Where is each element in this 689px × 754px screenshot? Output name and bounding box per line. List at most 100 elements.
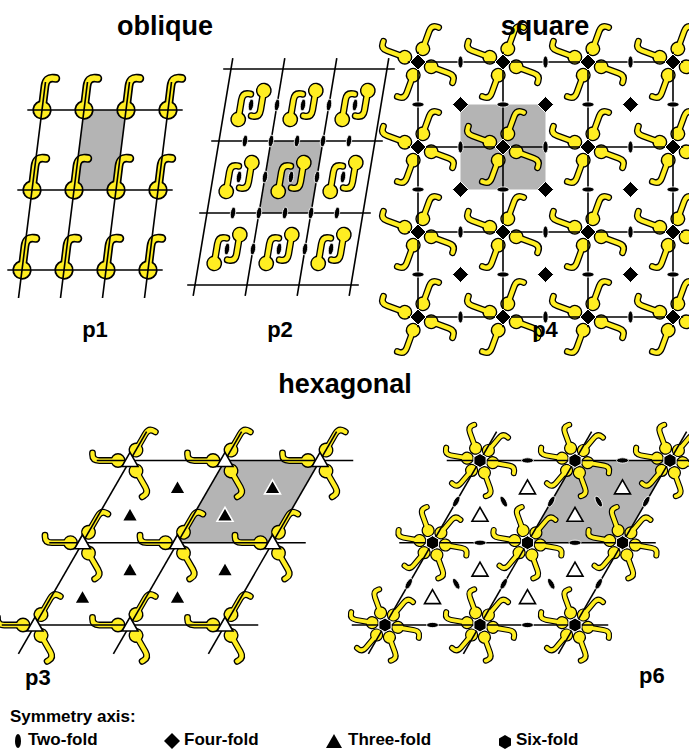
two-fold-symbol (497, 102, 509, 107)
two-fold-symbol (255, 207, 262, 220)
six-fold-symbol (616, 536, 628, 550)
two-fold-symbol (458, 311, 463, 323)
motif (557, 589, 579, 620)
lattice-line (223, 68, 395, 70)
two-fold-symbol (275, 243, 282, 256)
legend-title: Symmetry axis: (10, 708, 136, 727)
four-fold-symbol (623, 267, 639, 283)
plane-group-label: p1 (82, 318, 108, 342)
legend-text: Four-fold (184, 731, 259, 750)
three-fold-symbol (615, 480, 631, 494)
two-fold-symbol (267, 135, 274, 148)
four-fold-symbol (665, 224, 681, 240)
four-fold-symbol (453, 182, 469, 198)
three-fold-symbol (472, 507, 488, 521)
two-fold-symbol (261, 171, 268, 184)
four-fold-symbol (495, 139, 511, 155)
three-fold-symbol (27, 617, 43, 631)
two-fold-symbol (307, 207, 314, 220)
two-fold-symbol (293, 135, 300, 148)
two-fold-symbol (229, 207, 236, 220)
two-fold-symbol (451, 495, 462, 508)
legend-text: Three-fold (348, 731, 431, 750)
four-fold-symbol (453, 267, 469, 283)
four-fold-symbol (580, 54, 596, 70)
plane-group-label: p3 (22, 666, 54, 690)
motif (462, 425, 484, 456)
two-fold-symbol (412, 102, 424, 107)
motif (381, 630, 403, 661)
motif (480, 429, 508, 459)
motif (622, 512, 650, 542)
two-fold-symbol (319, 135, 326, 148)
motif (218, 164, 239, 200)
motif (239, 154, 260, 190)
motif (652, 425, 674, 456)
motif (322, 164, 343, 200)
two-fold-symbol (327, 243, 334, 256)
motif (331, 226, 352, 262)
two-fold-symbol (403, 577, 414, 590)
lattice-line (17, 189, 172, 191)
four-fold-symbol (495, 309, 511, 325)
three-fold-symbol (217, 507, 233, 521)
unit-cell-shade (178, 461, 321, 543)
four-fold-symbol (164, 733, 180, 749)
motif (452, 461, 480, 491)
legend-text: Two-fold (28, 731, 98, 750)
four-fold-symbol (580, 309, 596, 325)
motif (575, 594, 603, 624)
motif (605, 507, 627, 538)
legend-text: Six-fold (516, 731, 578, 750)
two-fold-symbol (543, 226, 548, 238)
four-fold-symbol (410, 139, 426, 155)
six-fold-symbol (474, 618, 486, 632)
motif (279, 226, 300, 262)
two-fold-symbol (641, 495, 652, 508)
lattice-line (187, 284, 359, 286)
motif (334, 92, 355, 128)
two-fold-symbol (223, 243, 230, 256)
six-fold-symbol (426, 536, 438, 550)
lattice-line (193, 58, 233, 296)
six-fold-symbol (379, 618, 391, 632)
motif (291, 154, 312, 190)
two-fold-symbol (498, 577, 509, 590)
four-fold-symbol (665, 139, 681, 155)
motif (310, 236, 331, 272)
motif (367, 589, 389, 620)
motif (666, 465, 688, 496)
motif (462, 589, 484, 620)
two-fold-symbol (451, 577, 462, 590)
six-fold-symbol (664, 454, 676, 468)
lattice-heading: oblique (117, 12, 213, 42)
three-fold-symbol (265, 480, 281, 494)
three-fold-symbol (520, 590, 536, 604)
motif (230, 92, 251, 128)
lattice-line (349, 58, 389, 296)
lattice-line (463, 432, 591, 654)
six-fold-symbol (499, 735, 511, 749)
two-fold-symbol (351, 99, 358, 112)
two-fold-symbol (546, 495, 557, 508)
two-fold-symbol (325, 99, 332, 112)
four-fold-symbol (623, 182, 639, 198)
motif (594, 544, 622, 574)
three-fold-symbol (217, 452, 233, 466)
two-fold-symbol (458, 141, 463, 153)
motif (524, 547, 546, 578)
three-fold-symbol (425, 590, 441, 604)
three-fold-symbol (170, 480, 186, 494)
two-fold-symbol (299, 99, 306, 112)
two-fold-symbol (235, 171, 242, 184)
motif (642, 461, 670, 491)
six-fold-symbol (569, 454, 581, 468)
four-fold-symbol (495, 54, 511, 70)
motif (415, 507, 437, 538)
motif (227, 226, 248, 262)
two-fold-symbol (546, 577, 557, 590)
four-fold-symbol (580, 139, 596, 155)
three-fold-symbol (122, 507, 138, 521)
two-fold-symbol (412, 187, 424, 192)
three-fold-symbol (122, 617, 138, 631)
